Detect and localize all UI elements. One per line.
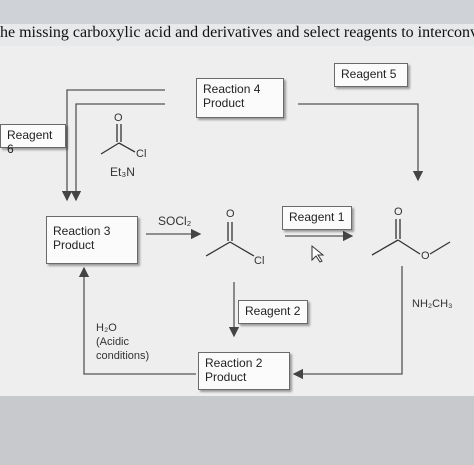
reaction3-label: Reaction 3 Product (53, 224, 111, 252)
reagent5-box[interactable]: Reagent 5 (334, 63, 408, 87)
reaction4-label: Reaction 4 Product (203, 82, 261, 110)
reaction2-label: Reaction 2 Product (205, 356, 263, 384)
h2o-label: H₂O (96, 322, 117, 334)
ester-o-label: O (421, 250, 430, 262)
reaction4-product-box[interactable]: Reaction 4 Product (196, 78, 284, 118)
arrow-right-loop (292, 266, 403, 380)
reaction2-product-box[interactable]: Reaction 2 Product (198, 352, 290, 390)
reaction3-product-box[interactable]: Reaction 3 Product (46, 216, 138, 264)
reagent5-label: Reagent 5 (341, 67, 397, 81)
acetyl-chloride-structure (205, 222, 255, 257)
top-cl-label: Cl (136, 148, 147, 160)
arrow-top-right (298, 103, 424, 182)
mouse-cursor-icon (311, 244, 325, 263)
page-title: he missing carboxylic acid and derivativ… (0, 24, 474, 46)
arrow-top-left-outer (61, 89, 165, 202)
arrow-hydrolysis (78, 266, 196, 375)
et3n-label: Et₃N (110, 165, 135, 179)
reagent6-box[interactable]: Reagent 6 (0, 124, 66, 156)
acetyl-chloride-top-structure (100, 124, 136, 155)
acyl-o-label: O (226, 208, 235, 220)
background-surface (0, 396, 474, 465)
methyl-acetate-structure (371, 219, 451, 256)
arrow-top-left-inner (70, 103, 165, 202)
reagent2-label: Reagent 2 (245, 304, 301, 318)
acyl-cl-label: Cl (254, 255, 265, 267)
reagent6-label: Reagent 6 (7, 128, 53, 156)
acidic-label: (Acidic (96, 336, 130, 348)
reagent1-label: Reagent 1 (289, 210, 345, 224)
top-carbonyl-o: O (114, 112, 123, 124)
nh2ch3-label: NH₂CH₃ (412, 298, 453, 310)
reagent2-box[interactable]: Reagent 2 (238, 300, 308, 324)
ester-carbonyl-o: O (394, 206, 403, 218)
socl2-label: SOCl₂ (158, 214, 192, 228)
conditions-label: conditions) (96, 350, 150, 362)
reagent1-box[interactable]: Reagent 1 (282, 206, 352, 230)
